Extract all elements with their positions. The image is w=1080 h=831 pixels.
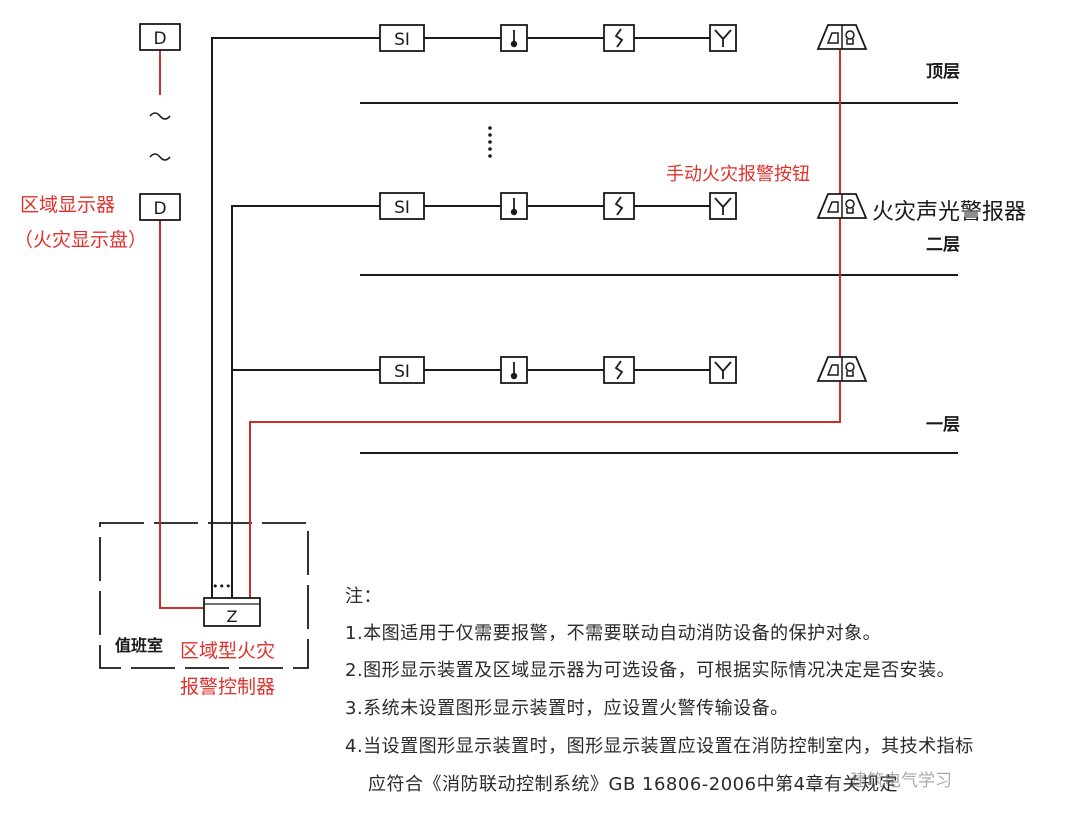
manual-alarm-box-first: SI [379, 356, 425, 384]
floor-label-top: 顶层 [926, 62, 960, 82]
area-display-label: 区域显示器 [20, 194, 116, 216]
controller-label-line1: 区域型火灾 [180, 640, 276, 662]
display-symbol: D [153, 199, 166, 219]
break-mark-1 [149, 112, 171, 120]
manual-button-icon [709, 192, 737, 220]
manual-button-icon [709, 356, 737, 384]
display-wire-red-lower [159, 220, 204, 609]
notes-heading: 注： [345, 586, 382, 607]
note-item-1: 1.本图适用于仅需要报警，不需要联动自动消防设备的保护对象。 [345, 623, 882, 644]
smoke-detector-icon [603, 192, 635, 220]
floor-label-second: 二层 [926, 235, 960, 255]
display-symbol: D [153, 29, 166, 49]
area-display-lower: D [139, 193, 181, 221]
controller-label-line2: 报警控制器 [180, 676, 276, 698]
heat-detector-icon [500, 356, 528, 384]
bus-wire-second [231, 205, 380, 598]
manual-button-icon [709, 24, 737, 52]
sound-light-alarm-icon [817, 24, 867, 50]
note-item-3: 3.系统未设置图形显示装置时，应设置火警传输设备。 [345, 698, 789, 719]
manual-alarm-symbol: SI [394, 198, 410, 218]
duty-room-boundary [99, 522, 309, 669]
break-mark-2 [149, 153, 171, 161]
sound-light-alarm-icon [817, 193, 867, 219]
area-alarm-controller: Z [203, 597, 261, 627]
note-item-5: 应符合《消防联动控制系统》GB 16806-2006中第4章有关规定 [368, 774, 899, 795]
manual-alarm-box-top: SI [379, 24, 425, 52]
duty-room-label: 值班室 [115, 636, 164, 655]
smoke-detector-icon [603, 356, 635, 384]
manual-alarm-symbol: SI [394, 362, 410, 382]
watermark: 建筑电气学习 [850, 771, 952, 791]
sound-light-alarm-label: 火灾声光警报器 [872, 200, 1027, 225]
note-item-4: 4.当设置图形显示装置时，图形显示装置应设置在消防控制室内，其技术指标 [345, 736, 974, 757]
area-display-top: D [139, 23, 181, 51]
manual-alarm-box-second: SI [379, 192, 425, 220]
alarm-wire-red [249, 50, 841, 598]
manual-alarm-symbol: SI [394, 30, 410, 50]
sound-light-alarm-icon [817, 356, 867, 382]
bus-wire-top [211, 37, 380, 598]
floor-label-first: 一层 [926, 415, 960, 435]
smoke-detector-icon [603, 24, 635, 52]
floor-continuation-dots [488, 126, 492, 158]
note-item-2: 2.图形显示装置及区域显示器为可选设备，可根据实际情况决定是否安装。 [345, 660, 956, 681]
area-display-sublabel: （火灾显示盘） [14, 229, 148, 251]
bus-ellipsis: ••• [212, 580, 231, 593]
heat-detector-icon [500, 192, 528, 220]
heat-detector-icon [500, 24, 528, 52]
manual-button-label: 手动火灾报警按钮 [666, 164, 810, 185]
controller-symbol: Z [227, 607, 238, 626]
